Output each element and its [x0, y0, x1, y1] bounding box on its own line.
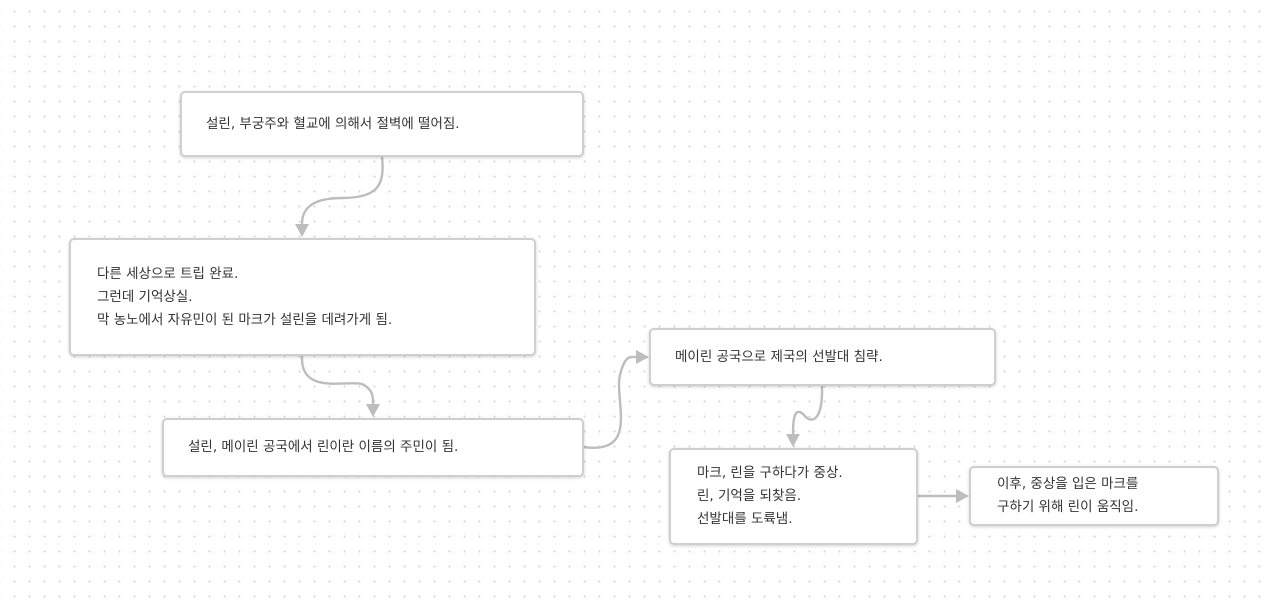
node-text-line: 구하기 위해 린이 움직임. — [997, 499, 1139, 515]
node-becomes-resident[interactable]: 설린, 메이린 공국에서 린이란 이름의 주민이 됨. — [162, 418, 584, 477]
arrowhead-1-2 — [295, 224, 309, 237]
node-text-line: 메이린 공국으로 제국의 선발대 침략. — [675, 348, 883, 365]
node-text-line: 그런데 기억상실. — [97, 288, 193, 305]
connector-3-4 — [583, 355, 637, 449]
node-text-line: 막 농노에서 자유민이 된 마크가 설린을 데려가게 됨. — [97, 311, 393, 328]
node-text-line: 설린, 메이린 공국에서 린이란 이름의 주민이 됨. — [188, 439, 459, 455]
node-mark-injured[interactable]: 마크, 린을 구하다가 중상. 린, 기억을 되찾음. 선발대를 도륙냄. — [669, 448, 918, 545]
node-text-line: 다른 세상으로 트립 완료. — [97, 265, 239, 282]
arrowhead-5-6 — [956, 489, 969, 503]
arrowhead-4-5 — [786, 434, 800, 447]
connector-4-5 — [791, 385, 824, 435]
node-empire-invasion[interactable]: 메이린 공국으로 제국의 선발대 침략. — [649, 328, 996, 386]
arrowhead-3-4 — [636, 350, 649, 364]
node-text-line: 린, 기억을 되찾음. — [697, 488, 802, 504]
connector-2-3 — [300, 355, 375, 405]
node-text-line: 이후, 중상을 입은 마크를 — [997, 476, 1139, 492]
connector-1-2 — [300, 156, 384, 225]
node-text-line: 선발대를 도륙냄. — [697, 511, 793, 527]
node-cliff-fall[interactable]: 설린, 부궁주와 혈교에 의해서 절벽에 떨어짐. — [180, 91, 584, 157]
node-text-line: 마크, 린을 구하다가 중상. — [697, 465, 843, 481]
node-world-trip[interactable]: 다른 세상으로 트립 완료. 그런데 기억상실. 막 농노에서 자유민이 된 마… — [69, 238, 536, 356]
node-rin-moves[interactable]: 이후, 중상을 입은 마크를 구하기 위해 린이 움직임. — [969, 466, 1219, 526]
arrowhead-2-3 — [366, 404, 380, 417]
node-text-line: 설린, 부궁주와 혈교에 의해서 절벽에 떨어짐. — [206, 115, 460, 132]
